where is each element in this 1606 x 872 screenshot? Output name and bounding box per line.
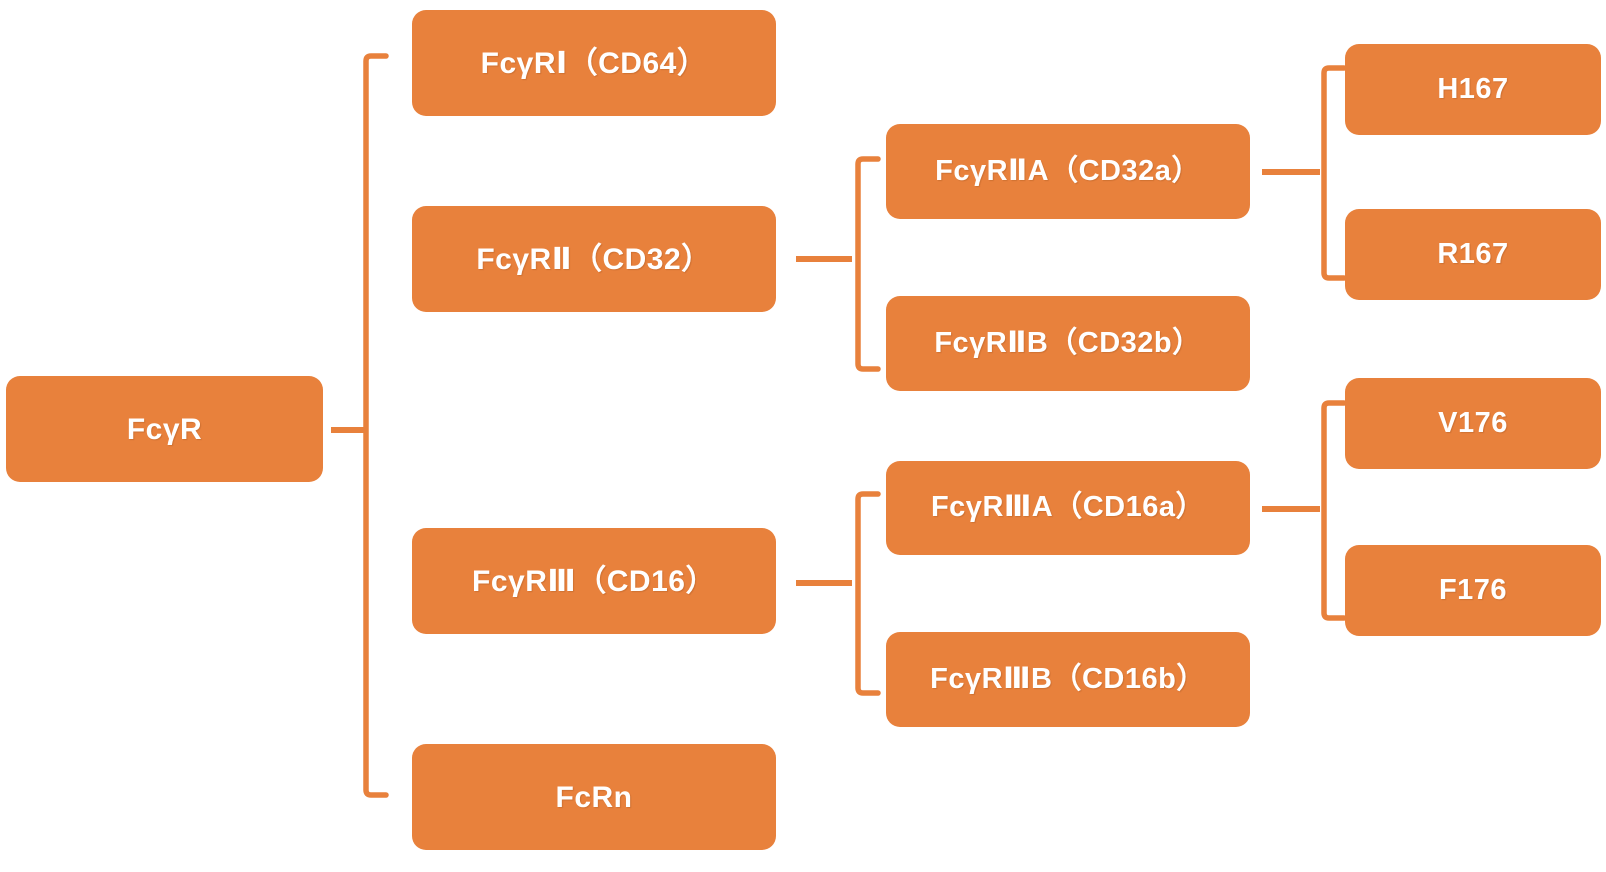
- brace-fcgr2-to-children: [855, 156, 881, 372]
- node-fcgr2b-cd32b[interactable]: FcγRⅡB（CD32b）: [886, 296, 1250, 391]
- brace-fcgr2a-to-children: [1321, 65, 1347, 281]
- node-fcrn[interactable]: FcRn: [412, 744, 776, 850]
- node-fcgr-root[interactable]: FcγR: [6, 376, 323, 482]
- node-v176[interactable]: V176: [1345, 378, 1601, 469]
- node-r167[interactable]: R167: [1345, 209, 1601, 300]
- node-f176[interactable]: F176: [1345, 545, 1601, 636]
- node-fcgr3b-cd16b[interactable]: FcγRⅢB（CD16b）: [886, 632, 1250, 727]
- node-fcgr1-cd64[interactable]: FcγRⅠ（CD64）: [412, 10, 776, 116]
- brace-fcgr3-to-children: [855, 491, 881, 696]
- node-fcgr3a-cd16a[interactable]: FcγRⅢA（CD16a）: [886, 461, 1250, 555]
- brace-root-to-level2: [363, 53, 389, 798]
- node-fcgr3-cd16[interactable]: FcγRⅢ（CD16）: [412, 528, 776, 634]
- node-fcgr2a-cd32a[interactable]: FcγRⅡA（CD32a）: [886, 124, 1250, 219]
- brace-fcgr3a-to-children: [1321, 400, 1347, 621]
- node-h167[interactable]: H167: [1345, 44, 1601, 135]
- node-fcgr2-cd32[interactable]: FcγRⅡ（CD32）: [412, 206, 776, 312]
